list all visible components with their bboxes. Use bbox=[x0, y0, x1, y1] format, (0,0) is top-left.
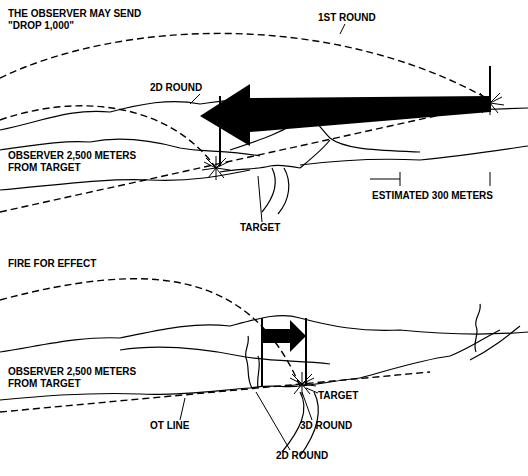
trail bbox=[360, 330, 500, 378]
burst-rays bbox=[202, 156, 230, 180]
smoke-plume bbox=[475, 304, 480, 352]
burst-markers bbox=[220, 66, 490, 166]
leaders-bottom bbox=[180, 388, 318, 450]
trajectories-bottom bbox=[0, 279, 430, 412]
callout-label: 1ST ROUND bbox=[318, 12, 398, 24]
burst-rays bbox=[476, 91, 504, 115]
callout-label: ESTIMATED 300 METERS bbox=[372, 190, 512, 202]
callout-label: 3D ROUND bbox=[300, 420, 370, 432]
smoke-plume bbox=[246, 336, 260, 388]
leader-line bbox=[340, 24, 345, 34]
terrain-bottom bbox=[0, 304, 528, 456]
ground-line bbox=[300, 146, 528, 165]
burst-line bbox=[219, 96, 221, 166]
burst-line bbox=[305, 318, 307, 386]
trajectories-top bbox=[0, 33, 490, 212]
burst-star bbox=[202, 91, 504, 180]
leader-line bbox=[190, 94, 200, 104]
burst-line bbox=[261, 318, 263, 386]
trail bbox=[262, 168, 289, 214]
target-trench bbox=[220, 165, 300, 172]
leader-line bbox=[306, 388, 318, 393]
callout-label: OBSERVER 2,500 METERS FROM TARGET bbox=[8, 366, 138, 390]
callout-label: TARGET bbox=[240, 222, 300, 234]
burst-markers bbox=[262, 318, 306, 386]
callout-label: 2D ROUND bbox=[276, 450, 346, 462]
callout-label: THE OBSERVER MAY SEND "DROP 1,000" bbox=[8, 8, 158, 32]
hill-line bbox=[120, 347, 330, 364]
leader-line bbox=[180, 398, 185, 420]
leader-line bbox=[256, 392, 290, 450]
callout-label: FIRE FOR EFFECT bbox=[8, 258, 148, 270]
callout-label: OBSERVER 2,500 METERS FROM TARGET bbox=[8, 150, 138, 174]
callout-label: TARGET bbox=[318, 390, 378, 402]
leader-line bbox=[302, 392, 312, 420]
callout-label: 2D ROUND bbox=[150, 82, 220, 94]
callout-label: OT LINE bbox=[150, 420, 210, 432]
leader-line bbox=[258, 176, 262, 222]
correction-arrow bbox=[200, 84, 490, 146]
estimate-bracket bbox=[370, 172, 490, 186]
ground-line bbox=[0, 388, 250, 400]
correction-arrow bbox=[262, 320, 306, 352]
ridge-line bbox=[0, 316, 528, 352]
